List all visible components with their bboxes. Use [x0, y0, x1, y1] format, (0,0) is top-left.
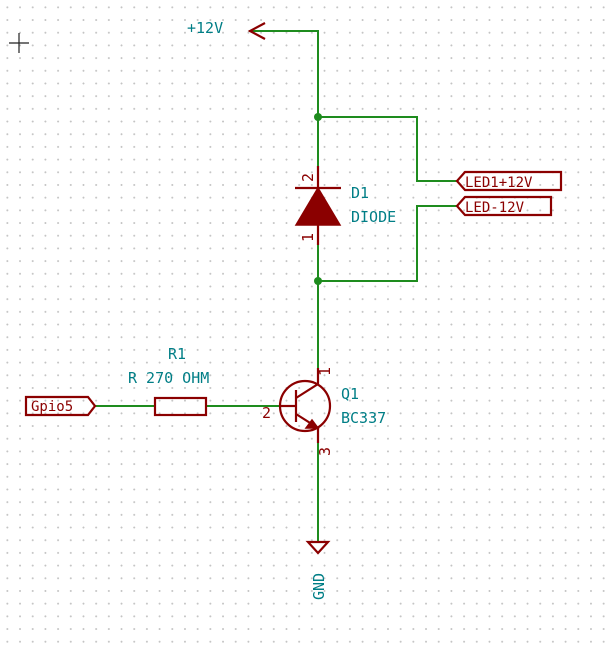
- transistor-collector-pin-number: 1: [316, 367, 334, 376]
- ground-icon: [305, 540, 331, 555]
- transistor-base-pin-number: 2: [262, 404, 271, 422]
- power-arrow-icon: [247, 22, 266, 40]
- power-gnd-label: GND: [310, 573, 328, 600]
- transistor-reference: Q1: [341, 385, 359, 403]
- diode-reference: D1: [351, 184, 369, 202]
- transistor-value: BC337: [341, 409, 386, 427]
- wires: [94, 30, 458, 543]
- power-vcc-symbol[interactable]: +12V: [187, 19, 266, 40]
- wire-vcc[interactable]: [249, 30, 319, 167]
- label-led-plus[interactable]: LED1+12V: [455, 170, 563, 192]
- transistor-collector-lead: [295, 368, 320, 399]
- junction-dot: [314, 277, 322, 285]
- label-gpio[interactable]: Gpio5: [24, 395, 97, 417]
- diode-value: DIODE: [351, 208, 396, 226]
- label-gpio-text: Gpio5: [31, 399, 73, 415]
- label-led-plus-text: LED1+12V: [465, 175, 533, 191]
- diode-cathode-pin-number: 1: [299, 233, 317, 242]
- transistor-q1[interactable]: 1 2 3 Q1 BC337: [262, 367, 386, 456]
- resistor-r1[interactable]: R1 R 270 OHM: [128, 345, 209, 417]
- resistor-reference: R1: [168, 345, 186, 363]
- transistor-emitter-arrow-icon: [304, 418, 320, 429]
- diode-triangle-icon: [294, 186, 342, 226]
- label-led-minus-text: LED-12V: [465, 200, 525, 216]
- diode-d1[interactable]: 2 1 D1 DIODE: [294, 166, 396, 245]
- label-led-minus[interactable]: LED-12V: [455, 195, 553, 217]
- resistor-body: [153, 396, 208, 417]
- wire-led-minus[interactable]: [317, 205, 458, 282]
- junction-dot: [314, 113, 322, 121]
- power-gnd-symbol[interactable]: GND: [305, 540, 331, 600]
- power-vcc-label: +12V: [187, 19, 223, 37]
- transistor-emitter-pin-number: 3: [316, 447, 334, 456]
- diode-anode-pin-number: 2: [299, 173, 317, 182]
- wire-led-plus[interactable]: [317, 116, 458, 182]
- crosshair-cursor-icon: [9, 33, 29, 53]
- resistor-value: R 270 OHM: [128, 369, 209, 387]
